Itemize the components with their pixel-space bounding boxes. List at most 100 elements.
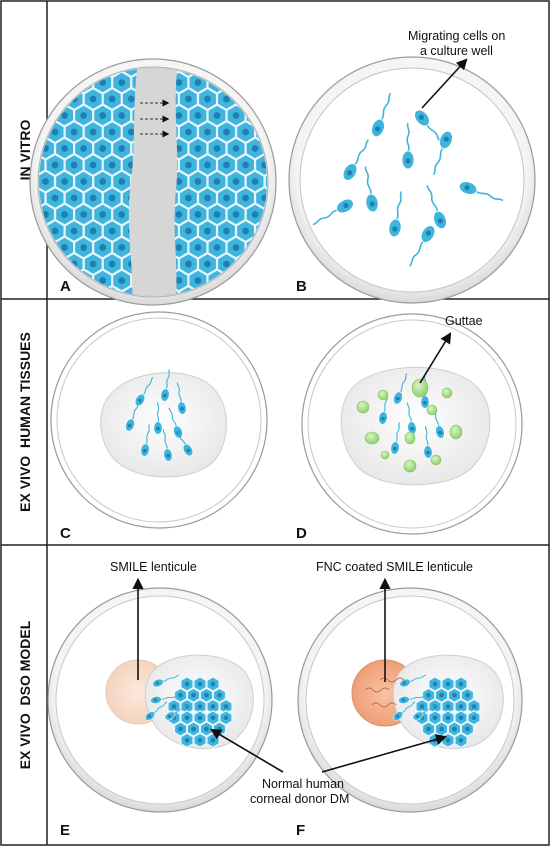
cell-nucleus [147,714,152,718]
cell-nucleus [186,448,191,453]
cell-nucleus [108,95,116,103]
cell-tail [153,701,168,714]
cell-nucleus [242,227,249,235]
cell [75,303,93,324]
cell-nucleus [108,161,116,169]
cell [39,71,56,94]
cell-nucleus [51,128,59,136]
cell-nucleus [271,277,278,284]
cell-nucleus [118,244,126,251]
cell-nucleus [271,244,278,251]
cell [65,320,83,341]
cell-nucleus [423,400,427,405]
cell-nucleus [99,112,107,119]
cell [39,68,46,78]
tissue-cells-c [125,369,194,462]
cell-nucleus [395,396,400,401]
cell-nucleus [242,128,249,136]
cell [121,68,141,78]
row-title-in-vitro: IN VITRO [17,120,33,181]
cell-nucleus [401,698,405,702]
cell [246,336,264,357]
cell-nucleus [70,194,78,202]
cell-nucleus [70,68,78,70]
migrating-cell [458,181,504,202]
cell-nucleus [204,194,211,202]
cell-nucleus [415,714,420,718]
cell-nucleus [80,178,87,185]
migrating-cell [371,92,392,138]
cell-nucleus [80,145,87,152]
panel-b: Migrating cells on a culture well B [288,29,536,304]
cell-nucleus [127,128,135,136]
cell-nucleus [178,726,183,732]
cell-nucleus [217,693,222,698]
cell-nucleus [223,95,230,103]
cell-nucleus [232,277,240,284]
cell-nucleus [39,227,40,235]
cell [39,87,46,111]
cell-nucleus [51,161,59,169]
cell-nucleus [432,715,438,720]
cell-nucleus [232,211,240,218]
cell-nucleus [426,726,431,732]
gutta [441,387,453,399]
cell-nucleus [99,277,107,284]
cell-nucleus [197,738,203,743]
cell-nucleus [185,128,192,136]
cell-nucleus [458,681,464,687]
gutta [380,450,390,460]
cell-nucleus [61,178,68,185]
cell-nucleus [261,95,267,103]
gutta [449,424,463,440]
cell-nucleus [410,426,414,431]
panel-letter-a: A [60,278,71,295]
cell [216,285,237,296]
cell-nucleus [242,68,249,70]
cell-nucleus [70,128,78,136]
cell-nucleus [175,145,183,152]
cell-nucleus [51,227,59,235]
gutta [430,454,442,466]
migrating-cell [426,185,447,230]
cell-tail [156,401,160,423]
cell-nucleus [175,79,183,86]
migrating-cell [408,225,436,267]
cell-nucleus [89,128,97,136]
annotation-migrating-line2: a culture well [420,44,493,58]
cell-nucleus [61,343,68,350]
cell-tail [162,674,179,682]
gutta [377,389,389,401]
cell-nucleus [99,244,107,251]
cell-nucleus [127,423,132,428]
cell-nucleus [61,79,68,86]
cell [264,236,267,259]
cell-nucleus [61,244,68,251]
cell [56,336,74,357]
cell-nucleus [42,79,49,86]
migrating-cell [423,425,433,459]
migrating-cell [174,427,194,457]
migrating-cell [390,422,400,455]
migrating-cell [364,166,379,213]
cell-nucleus [175,244,183,251]
cell-nucleus [194,112,202,119]
cell-nucleus [242,161,249,169]
cell-nucleus [118,145,126,152]
cell-nucleus [195,310,202,317]
cell-tail [422,704,438,715]
cell-nucleus [51,95,59,103]
human-tissue-c [100,372,227,478]
cell-nucleus [39,128,40,136]
cell-nucleus [197,681,203,687]
cell-nucleus [197,715,203,720]
cell-nucleus [71,327,78,334]
guttae [356,378,463,473]
cell-nucleus [214,310,221,317]
cell-nucleus [369,201,375,207]
cell [264,170,267,193]
cell-nucleus [213,145,221,152]
annotation-guttae: Guttae [445,314,483,328]
cell-nucleus [51,194,59,202]
cell [246,303,264,324]
